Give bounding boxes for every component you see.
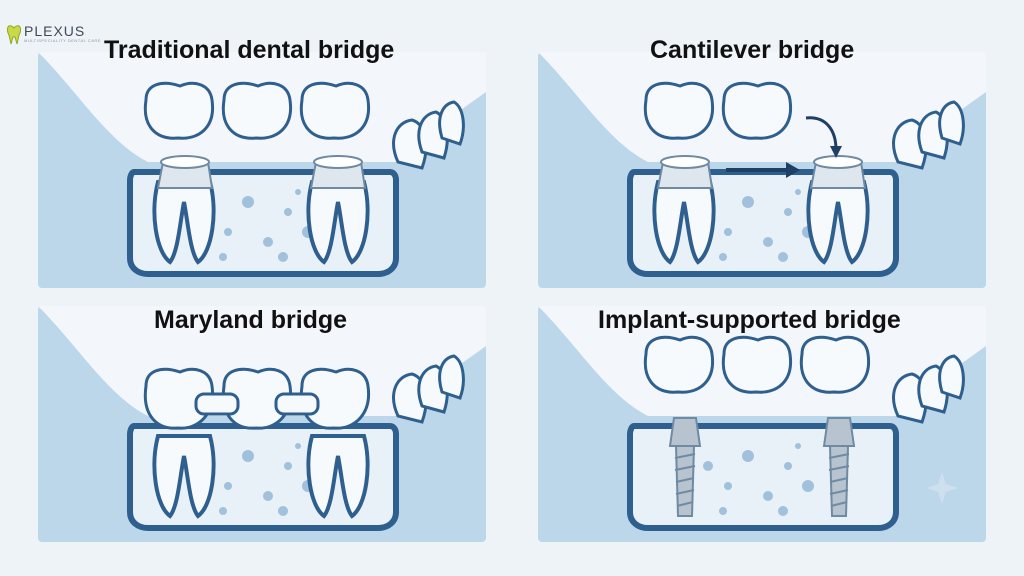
sparkle-icon <box>926 472 958 504</box>
implant-screw-left-icon <box>668 417 702 517</box>
title-implant-supported-bridge: Implant-supported bridge <box>598 306 901 334</box>
arrow-icon <box>726 162 800 178</box>
curved-arrow-icon <box>805 116 842 158</box>
implant-bridge-illustration <box>538 306 986 542</box>
title-traditional-bridge: Traditional dental bridge <box>104 36 395 64</box>
brand-tagline: MULTISPECIALITY DENTAL CARE <box>24 38 101 43</box>
brand-name: PLEXUS <box>24 23 86 39</box>
maryland-bridge-illustration <box>38 306 486 542</box>
cantilever-bridge-panel <box>538 52 986 288</box>
logo: PLEXUS MULTISPECIALITY DENTAL CARE <box>6 24 101 48</box>
cantilever-bridge-illustration <box>538 52 986 288</box>
implant-bridge-panel <box>538 306 986 542</box>
title-maryland-bridge: Maryland bridge <box>154 306 348 334</box>
maryland-bridge-panel <box>38 306 486 542</box>
title-cantilever-bridge: Cantilever bridge <box>650 36 855 64</box>
traditional-bridge-panel <box>38 52 486 288</box>
tooth-logo-icon <box>7 25 21 45</box>
traditional-bridge-illustration <box>38 52 486 288</box>
implant-screw-right-icon <box>822 417 856 517</box>
